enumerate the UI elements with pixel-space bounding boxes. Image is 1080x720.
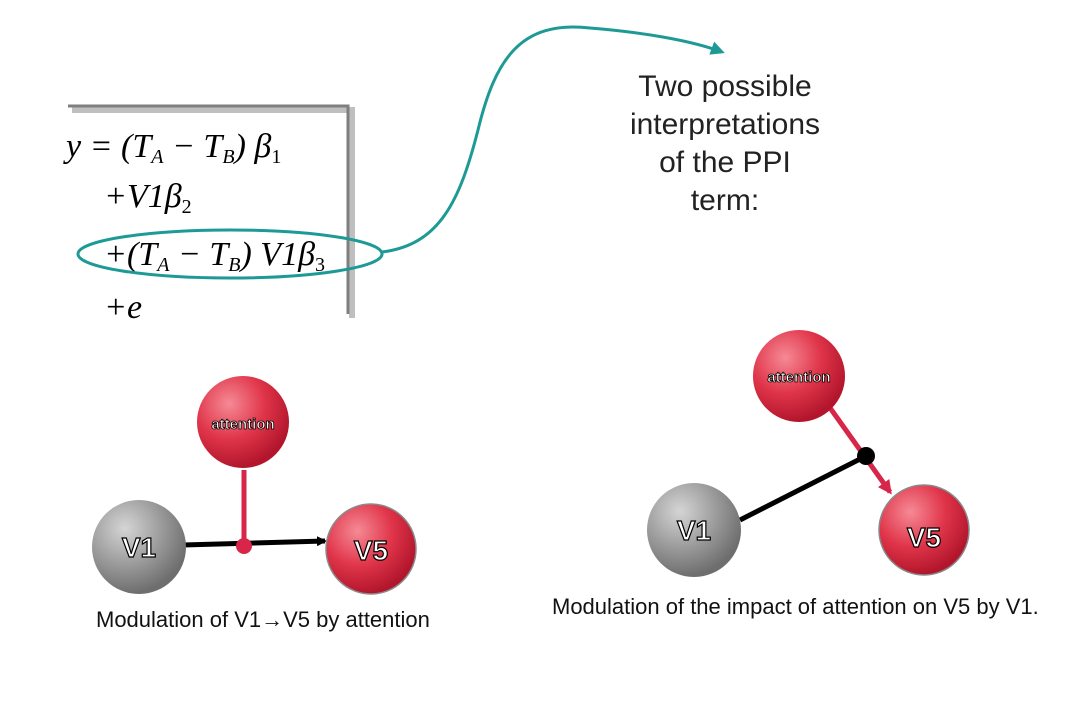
right-v1-modulation-line [738,453,868,523]
right-v5-label: V5 [907,522,941,553]
title-line-2: interpretations [629,108,821,141]
left-v1-label: V1 [122,532,156,563]
equation-line-2: +V1β2 [104,178,192,218]
ppi-equation: y = (TA − TB) β1 +V1β2 +(TA − TB) V1β3 +… [63,128,325,326]
right-attention-to-v5-arrow [825,403,893,495]
left-modulation-dot [236,538,252,554]
left-v1-to-v5-arrow [182,536,327,548]
right-v5-node [878,484,970,576]
ppi-term-highlight [76,228,384,280]
teal-curved-arrow [381,25,725,254]
right-v1-node [647,483,741,577]
right-modulation-dot [857,447,875,465]
right-attention-label: attention [767,369,830,386]
equation-line-4: +e [104,289,142,326]
title-line-4: term: [690,184,760,217]
right-diagram: V1 V5 attention [647,330,970,577]
right-diagram-caption: Modulation of the impact of attention on… [552,594,1039,619]
left-attention-label: attention [211,416,274,433]
title-line-1: Two possible [638,70,812,103]
slide-title: Two possible interpretations of the PPI … [575,68,875,220]
left-diagram: V1 V5 attention [92,376,417,595]
equation-bracket [68,104,355,318]
title-line-3: of the PPI [659,146,791,179]
left-v1-node [92,500,186,594]
left-v5-label: V5 [354,535,388,566]
left-diagram-caption: Modulation of V1→V5 by attention [96,607,430,632]
right-v1-label: V1 [677,515,711,546]
equation-line-3: +(TA − TB) V1β3 [104,236,325,276]
right-attention-node [753,330,845,422]
equation-line-1: y = (TA − TB) β1 [63,128,281,168]
left-attention-node [197,376,289,468]
left-v5-node [325,503,417,595]
